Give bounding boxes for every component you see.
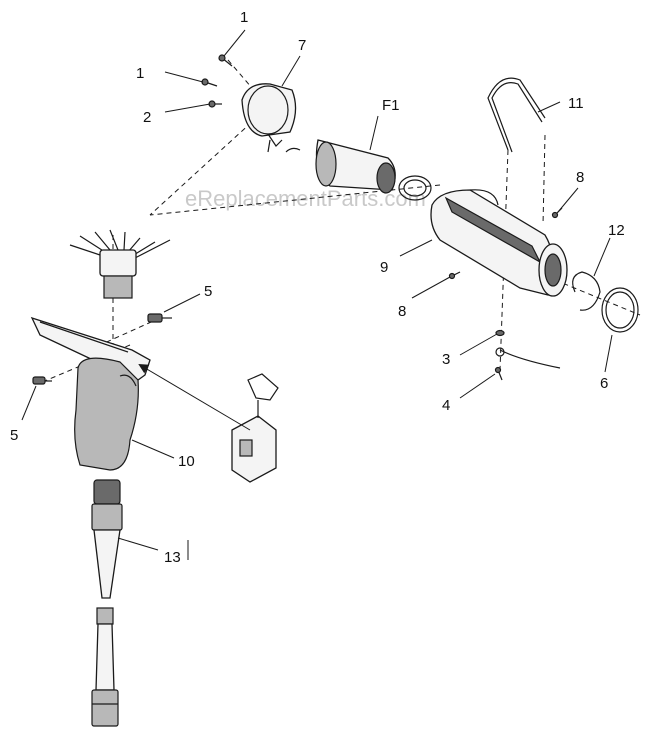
callout-2: 2 — [143, 109, 151, 126]
assembly-axis-lines — [39, 59, 641, 384]
screw-part-1-top — [218, 54, 233, 67]
screw-part-2 — [208, 100, 222, 108]
filter-part-F1 — [285, 139, 396, 194]
callout-6: 6 — [600, 375, 608, 392]
callout-4: 4 — [442, 397, 450, 414]
washer-part-3 — [495, 329, 505, 337]
callout-8-top: 8 — [576, 169, 584, 186]
leader-lines — [21, 29, 613, 560]
trigger-switch — [231, 373, 279, 483]
screw-part-8-side — [448, 271, 461, 280]
callout-8-side: 8 — [398, 303, 406, 320]
screw-part-5-right — [147, 313, 172, 323]
callout-1-side: 1 — [136, 65, 144, 82]
callout-11: 11 — [568, 95, 584, 112]
ring-part-6 — [601, 287, 639, 333]
callout-9: 9 — [380, 259, 388, 276]
o-ring — [398, 175, 432, 201]
callout-10: 10 — [178, 453, 195, 470]
callout-13: 13 — [164, 549, 181, 566]
callout-5-left: 5 — [10, 427, 18, 444]
trigger-insert-arrow — [138, 363, 251, 431]
motor-housing-part-9 — [430, 189, 568, 297]
cord-strain-relief-part-13 — [91, 479, 123, 727]
callout-12: 12 — [608, 222, 625, 239]
callout-5-right: 5 — [204, 283, 212, 300]
snap-ring-part-12 — [572, 271, 601, 311]
callout-7: 7 — [298, 37, 306, 54]
callout-3: 3 — [442, 351, 450, 368]
wire-harness — [69, 229, 171, 299]
screw-part-1-side — [201, 78, 218, 87]
bail-wire-part-11 — [487, 77, 546, 153]
callout-F1: F1 — [382, 97, 400, 114]
end-cap-part-7 — [241, 83, 297, 153]
screw-part-5-left — [32, 376, 52, 385]
ground-strap-and-screw-part-4 — [494, 347, 561, 381]
callout-1-top: 1 — [240, 9, 248, 26]
handle-part-10 — [30, 316, 151, 471]
